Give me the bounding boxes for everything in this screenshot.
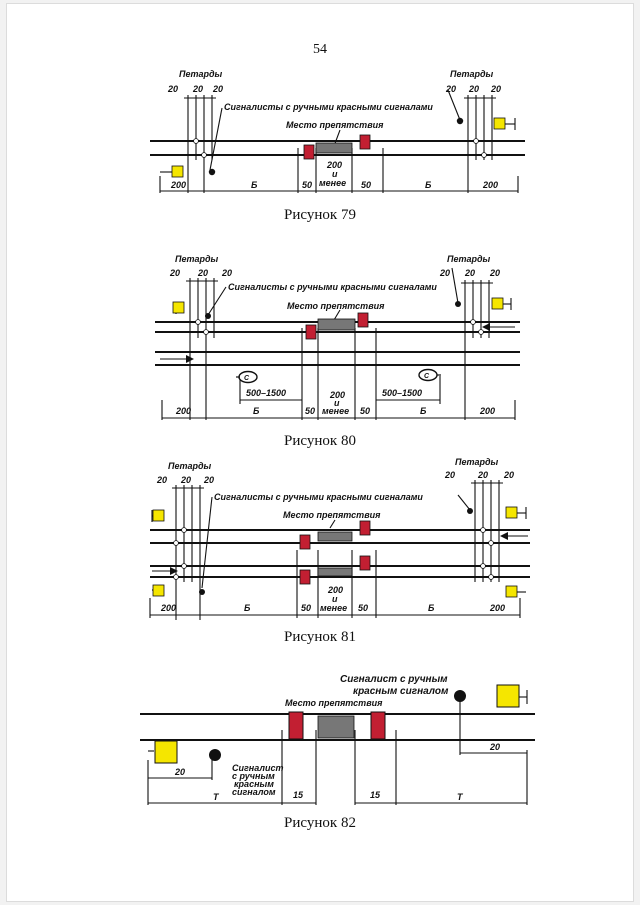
fig80-range-right: 500–1500 — [382, 388, 422, 398]
fig81-dim: менее — [320, 603, 347, 613]
fig79-dim: Б — [425, 180, 432, 190]
fig80-signalmen-label: Сигналисты с ручными красными сигналами — [228, 282, 437, 292]
fig79-dim: 20 — [192, 84, 203, 94]
figure-81-diagram: Петарды Петарды 20 20 20 20 20 20 Сигнал… — [149, 457, 530, 620]
fig82-dim: 15 — [293, 790, 304, 800]
fig82-dim: 20 — [174, 767, 185, 777]
fig81-dim: 20 — [156, 475, 167, 485]
fig79-dim: 200 — [170, 180, 186, 190]
fig81-petards-right: Петарды — [455, 457, 499, 467]
fig81-obstacle-label: Место препятствия — [283, 510, 381, 520]
fig80-petards-left: Петарды — [175, 254, 219, 264]
fig80-dim: 20 — [169, 268, 180, 278]
fig79-dim: менее — [319, 178, 346, 188]
fig81-dim: 50 — [301, 603, 311, 613]
fig82-signalman-left-line: с ручным — [232, 771, 275, 781]
fig80-dim: менее — [322, 406, 349, 416]
fig79-dim: 20 — [468, 84, 479, 94]
fig80-sign-left: С — [244, 375, 250, 382]
figure-79-caption: Рисунок 79 — [284, 207, 356, 223]
figure-82-caption: Рисунок 82 — [284, 815, 356, 831]
fig80-dim: 50 — [360, 406, 370, 416]
fig79-petards-right: Петарды — [450, 69, 494, 79]
fig80-dim: 20 — [221, 268, 232, 278]
fig80-petards-right: Петарды — [447, 254, 491, 264]
fig79-signalmen-label: Сигналисты с ручными красными сигналами — [224, 102, 433, 112]
fig79-dim: 50 — [302, 180, 312, 190]
fig82-signalman-left-line: красным — [234, 779, 274, 789]
fig82-signalman-left-line: Сигналист — [232, 763, 283, 773]
fig80-dim: 20 — [197, 268, 208, 278]
fig82-dim: 20 — [489, 742, 500, 752]
fig81-dim: 20 — [503, 470, 514, 480]
fig79-dim: и — [332, 169, 338, 179]
fig82-signalman-top-line2: красным сигналом — [353, 686, 449, 697]
fig81-dim: и — [332, 594, 338, 604]
figure-82-diagram: Сигналист с ручным красным сигналом Мест… — [140, 674, 535, 805]
fig81-dim: 200 — [327, 585, 343, 595]
figure-81-caption: Рисунок 81 — [284, 629, 356, 645]
fig82-dim: Т — [457, 792, 464, 802]
document-page — [7, 4, 633, 901]
fig79-dim: 200 — [482, 180, 498, 190]
fig80-dim: 200 — [329, 390, 345, 400]
fig80-dim: 50 — [305, 406, 315, 416]
fig79-dim: 50 — [361, 180, 371, 190]
fig80-dim: 200 — [479, 406, 495, 416]
fig80-dim: 20 — [439, 268, 450, 278]
figure-79-diagram: Петарды Петарды 20 20 20 20 20 20 Сигнал… — [150, 69, 525, 193]
fig81-dim: Б — [428, 603, 435, 613]
fig81-dim: Б — [244, 603, 251, 613]
fig80-range-left: 500–1500 — [246, 388, 286, 398]
fig81-dim: 50 — [358, 603, 368, 613]
fig80-sign-right: С — [424, 373, 430, 380]
fig81-dim: 20 — [203, 475, 214, 485]
fig81-dim: 20 — [444, 470, 455, 480]
figure-80-diagram: С С Петарды Петарды 20 20 20 20 20 20 Си… — [155, 254, 520, 420]
fig81-dim: 20 — [477, 470, 488, 480]
fig80-dim: Б — [253, 406, 260, 416]
fig81-dim: 20 — [180, 475, 191, 485]
fig81-dim: 200 — [489, 603, 505, 613]
fig80-dim: Б — [420, 406, 427, 416]
fig82-dim: Т — [213, 792, 220, 802]
fig80-dim: 20 — [464, 268, 475, 278]
fig79-dim: 20 — [212, 84, 223, 94]
fig82-dim: 15 — [370, 790, 381, 800]
fig81-dim: 200 — [160, 603, 176, 613]
fig81-petards-left: Петарды — [168, 461, 212, 471]
fig79-dim: Б — [251, 180, 258, 190]
fig80-dim: 20 — [489, 268, 500, 278]
fig82-signalman-left-line: сигналом — [232, 787, 276, 797]
fig79-obstacle-label: Место препятствия — [286, 120, 384, 130]
fig80-dim: 200 — [175, 406, 191, 416]
fig79-dim: 200 — [326, 160, 342, 170]
page-number: 54 — [313, 42, 327, 57]
fig79-dim: 20 — [490, 84, 501, 94]
fig80-dim: и — [334, 398, 340, 408]
fig81-signalmen-label: Сигналисты с ручными красными сигналами — [214, 492, 423, 502]
fig82-signalman-top-line1: Сигналист с ручным — [340, 674, 448, 685]
fig79-petards-left: Петарды — [179, 69, 223, 79]
figure-80-caption: Рисунок 80 — [284, 433, 356, 449]
fig79-dim: 20 — [445, 84, 456, 94]
fig79-dim: 20 — [167, 84, 178, 94]
fig80-obstacle-label: Место препятствия — [287, 301, 385, 311]
fig82-obstacle-label: Место препятствия — [285, 698, 383, 708]
